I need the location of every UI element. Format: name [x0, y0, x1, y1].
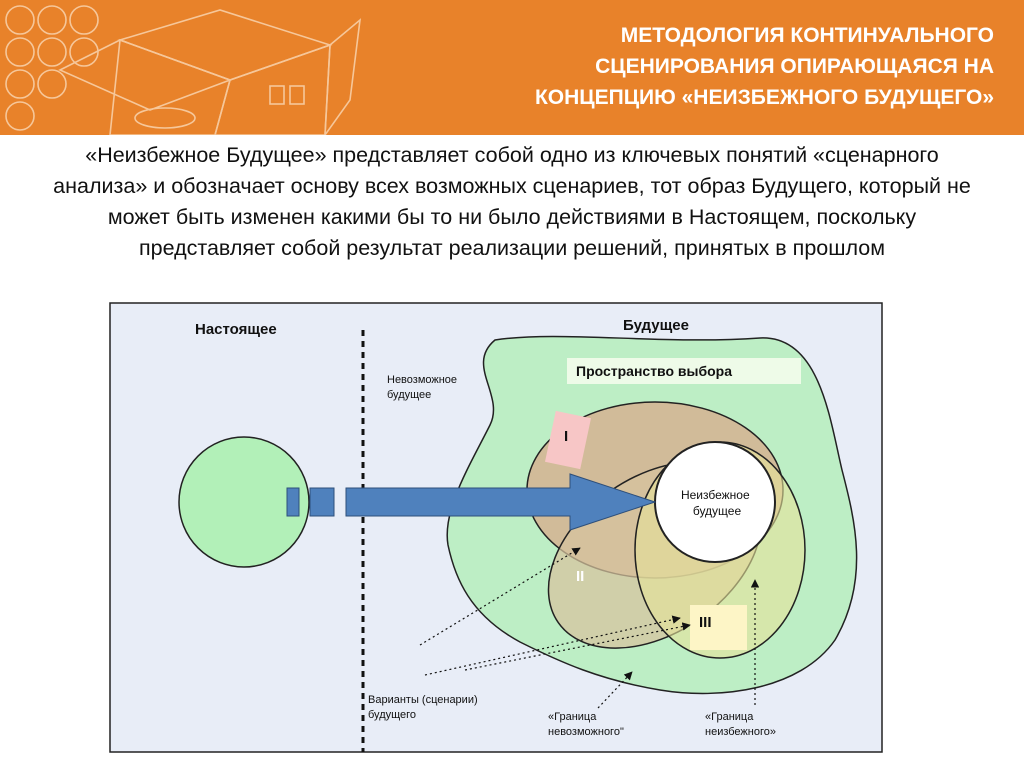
present-circle [178, 436, 310, 568]
inevitable-future-label-line-1: Неизбежное [681, 488, 750, 502]
scenario-3-label: III [699, 614, 712, 631]
header-banner: МЕТОДОЛОГИЯ КОНТИНУАЛЬНОГО СЦЕНИРОВАНИЯ … [0, 0, 1024, 135]
inevitable-future-circle [654, 441, 776, 563]
impossible-boundary-label: «Граница невозможного" [548, 711, 624, 738]
arrow-tail-segment-2 [309, 487, 335, 517]
inevitable-boundary-label: «Граница неизбежного» [705, 711, 776, 738]
impossible-future-label-line-1: Невозможное [387, 374, 457, 386]
main-arrow [345, 473, 657, 531]
choice-space-label: Пространство выбора [576, 363, 732, 379]
impossible-boundary-label-line-2: невозможного" [548, 726, 624, 738]
scenario-1-marker-box [544, 410, 592, 470]
variants-pointer-2 [424, 615, 681, 676]
inevitable-boundary-label-line-2: неизбежного» [705, 726, 776, 738]
variants-pointer-1 [419, 547, 581, 646]
choice-space-label-box [567, 358, 801, 384]
present-label: Настоящее [195, 321, 277, 338]
impossible-future-label: Невозможное будущее [387, 374, 460, 401]
variants-label-line-2: будущего [368, 709, 416, 721]
inevitable-future-label: Неизбежное будущее [681, 488, 753, 518]
inevitable-future-label-line-2: будущее [693, 504, 742, 518]
impossible-boundary-label-line-1: «Граница [548, 711, 597, 723]
intro-paragraph: «Неизбежное Будущее» представляет собой … [53, 143, 971, 260]
variants-label: Варианты (сценарии) будущего [368, 694, 481, 721]
scenario-1-label: I [564, 428, 568, 445]
variants-pointer-3 [464, 622, 691, 671]
box-illustration [5, 5, 362, 135]
impossible-future-label-line-2: будущее [387, 389, 431, 401]
variants-label-line-1: Варианты (сценарии) [368, 694, 478, 706]
future-label: Будущее [623, 317, 689, 334]
scenario-2-label: II [576, 568, 584, 585]
arrow-tail-segment-1 [286, 487, 300, 517]
impossible-boundary-pointer [597, 671, 633, 709]
scenario-3-marker-box [690, 605, 747, 650]
page-title: МЕТОДОЛОГИЯ КОНТИНУАЛЬНОГО СЦЕНИРОВАНИЯ … [534, 24, 994, 109]
inevitable-boundary-label-line-1: «Граница [705, 711, 754, 723]
